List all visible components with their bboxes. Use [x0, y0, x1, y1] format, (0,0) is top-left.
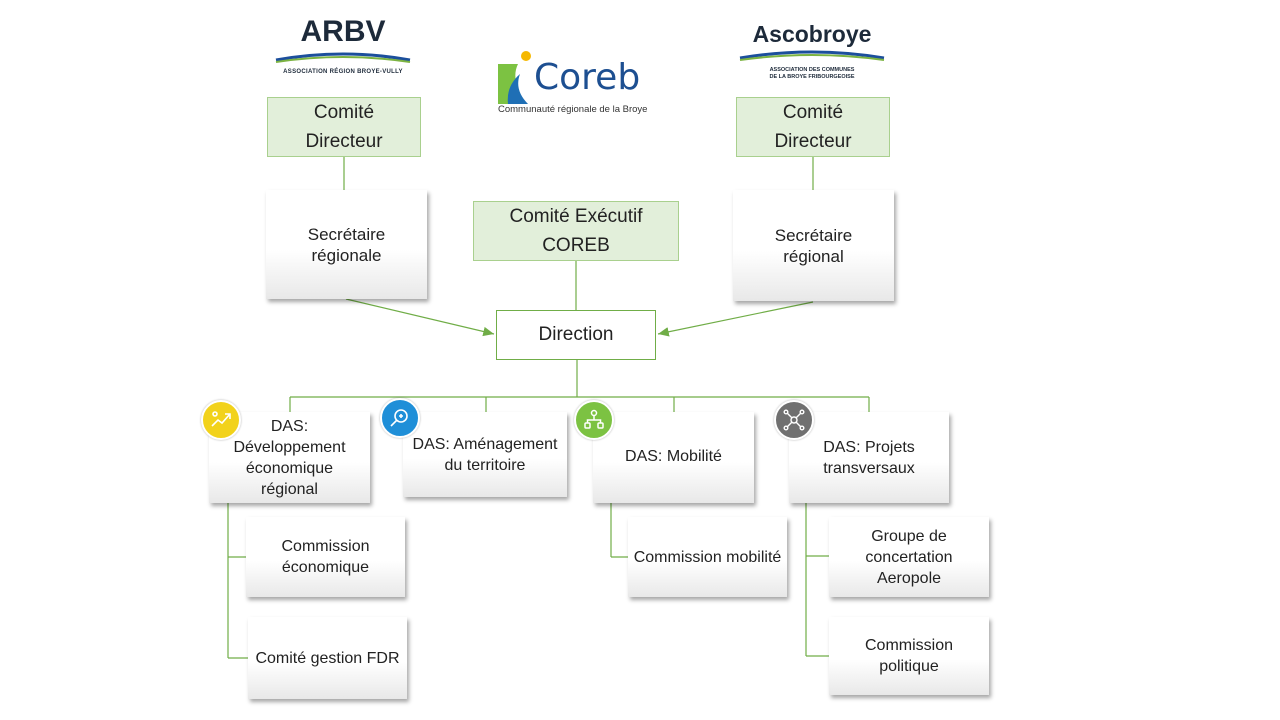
network-hub-icon: [774, 400, 814, 440]
das-eco-label: DAS: Développement économique régional: [233, 417, 346, 498]
ascobroye-swoosh-icon: [739, 50, 885, 61]
das-mobilite: DAS: Mobilité: [593, 412, 754, 503]
secretaire-regionale-card: Secrétaire régionale: [266, 190, 427, 299]
search-territory-icon: [380, 398, 420, 438]
das-projets-transversaux: DAS: Projets transversaux: [789, 412, 949, 503]
commission-politique: Commission politique: [829, 617, 989, 695]
commission-politique-label: Commission politique: [864, 637, 953, 675]
arbv-logo: ARBV ASSOCIATION RÉGION BROYE-VULLY: [272, 14, 414, 84]
groupe-concertation-aeropole: Groupe de concertation Aeropole: [829, 517, 989, 597]
commission-economique: Commission économique: [246, 517, 405, 597]
coreb-logo: Coreb Communauté régionale de la Broye: [496, 46, 658, 118]
das-developpement-economique: DAS: Développement économique régional: [209, 412, 370, 503]
comite-executif-label: Comité Exécutif COREB: [509, 206, 643, 256]
comite-directeur-arbv: Comité Directeur: [267, 97, 421, 157]
das-projets-label: DAS: Projets transversaux: [823, 438, 915, 477]
arbv-logo-name: ARBV: [300, 15, 386, 48]
comite-gestion-fdr: Comité gestion FDR: [248, 617, 407, 699]
das-amenagement-label: DAS: Aménagement du territoire: [412, 435, 558, 474]
secretaire-regionale-label: Secrétaire régionale: [307, 224, 386, 265]
direction-box: Direction: [496, 310, 656, 360]
das-mobilite-label: DAS: Mobilité: [625, 448, 722, 465]
ascobroye-logo: Ascobroye ASSOCIATION DES COMMUNES DE LA…: [736, 20, 888, 90]
comite-gestion-fdr-label: Comité gestion FDR: [255, 649, 400, 667]
secretaire-regional-label: Secrétaire régional: [774, 225, 853, 266]
commission-economique-label: Commission économique: [281, 538, 370, 576]
coreb-logo-subtitle: Communauté régionale de la Broye: [498, 104, 648, 115]
comite-directeur-ascobroye: Comité Directeur: [736, 97, 890, 157]
comite-executif-coreb: Comité Exécutif COREB: [473, 201, 679, 261]
arbv-logo-subtitle: ASSOCIATION RÉGION BROYE-VULLY: [283, 69, 403, 75]
growth-icon: [201, 400, 241, 440]
commission-mobilite: Commission mobilité: [628, 517, 787, 597]
ascobroye-logo-name: Ascobroye: [752, 21, 872, 47]
comite-directeur-arbv-label: Comité Directeur: [305, 102, 383, 152]
mobility-network-icon: [574, 400, 614, 440]
commission-mobilite-label: Commission mobilité: [633, 548, 782, 566]
direction-label: Direction: [538, 324, 614, 345]
ascobroye-logo-subtitle: ASSOCIATION DES COMMUNES DE LA BROYE FRI…: [769, 67, 855, 80]
secretaire-regional-card: Secrétaire régional: [733, 190, 894, 301]
das-amenagement-territoire: DAS: Aménagement du territoire: [403, 412, 567, 497]
comite-directeur-ascobroye-label: Comité Directeur: [774, 102, 852, 152]
groupe-aeropole-label: Groupe de concertation Aeropole: [865, 527, 953, 587]
coreb-logo-name: Coreb: [534, 57, 641, 98]
coreb-emblem-icon: [498, 51, 531, 104]
arbv-swoosh-icon: [275, 52, 411, 63]
